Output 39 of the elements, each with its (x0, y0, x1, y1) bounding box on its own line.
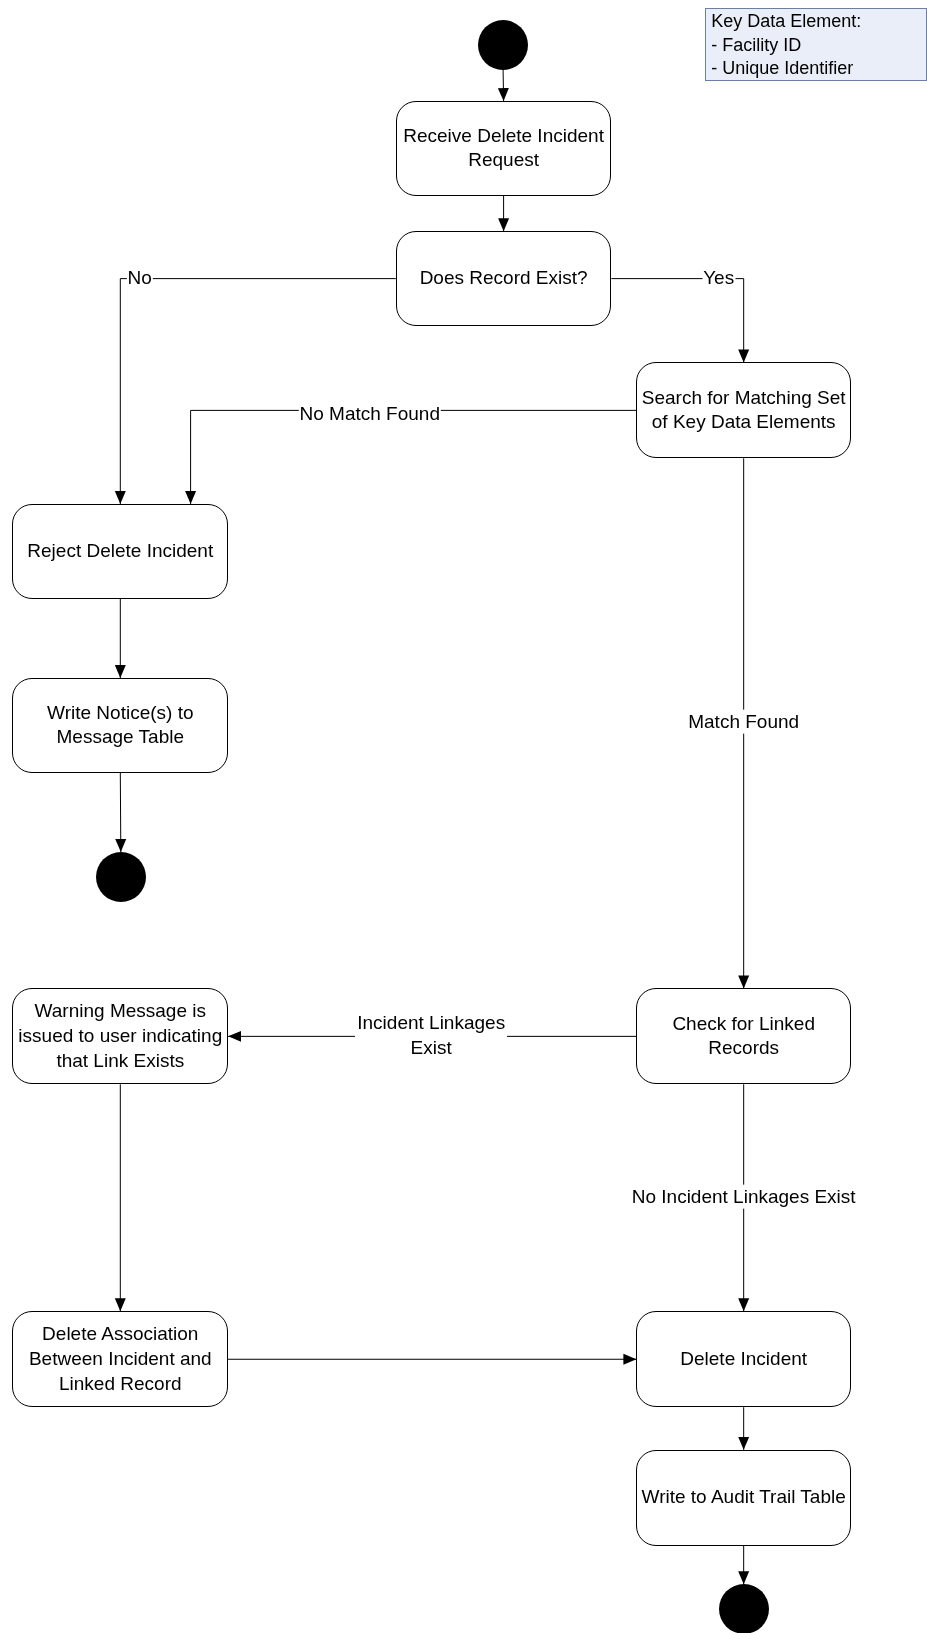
arrow (738, 1083, 750, 1312)
action-box (636, 988, 851, 1085)
action-box (12, 678, 229, 773)
action-text: Delete Association Between Incident and Linked Record (27, 1322, 213, 1396)
arrow (498, 195, 510, 232)
action-text: Receive Delete Incident Request (402, 123, 605, 173)
action-text: Search for Matching Set of Key Data Elements (641, 385, 846, 435)
action-box (636, 362, 851, 459)
arrow (738, 1545, 750, 1585)
action-text: Delete Incident (680, 1346, 808, 1371)
arrow (738, 1406, 750, 1451)
end-node (95, 852, 146, 902)
arrow (114, 278, 397, 505)
arrow (738, 457, 750, 989)
note-text: - Unique Identifier (711, 57, 855, 81)
end-node (718, 1584, 769, 1633)
edge-label: No Incident Linkages Exist (630, 1184, 857, 1210)
action-box (12, 988, 229, 1085)
arrow (115, 772, 127, 853)
arrow (227, 1353, 637, 1365)
action-text: Write to Audit Trail Table (641, 1485, 846, 1510)
note-text: - Facility ID (711, 33, 803, 57)
arrow (114, 598, 126, 679)
action-box (636, 1311, 851, 1408)
edge-label: Match Found (687, 709, 801, 735)
action-box (395, 231, 612, 326)
note-text: Key Data Element: (711, 10, 863, 34)
action-box (636, 1449, 851, 1546)
action-box (395, 101, 612, 196)
note-box (705, 8, 927, 82)
action-text: Write Notice(s) to Message Table (46, 700, 195, 750)
action-box (12, 504, 229, 599)
action-text: Check for Linked Records (671, 1011, 816, 1061)
action-text: Reject Delete Incident (27, 539, 214, 564)
arrow (497, 69, 509, 102)
action-box (12, 1311, 229, 1408)
action-text: Does Record Exist? (419, 266, 588, 291)
action-text: Warning Message is issued to user indicating that Link Exists (17, 999, 224, 1073)
arrow (114, 1083, 126, 1312)
